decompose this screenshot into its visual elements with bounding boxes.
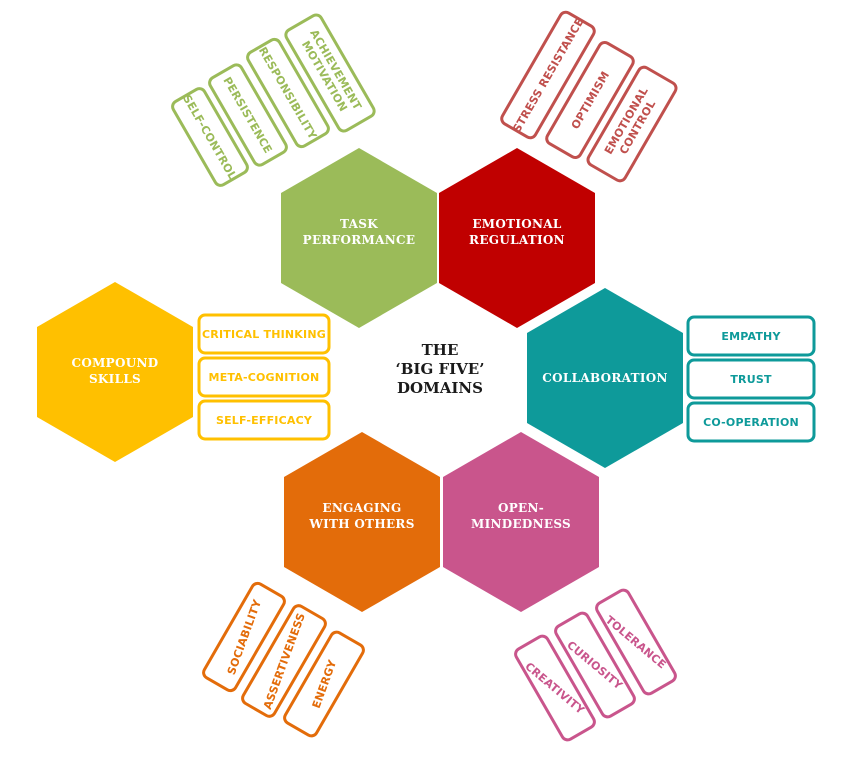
skill-creativity: CREATIVITY <box>514 634 596 742</box>
engaging-with-others-hexagon <box>284 432 440 612</box>
skill-responsibility: RESPONSIBILITY <box>246 37 330 149</box>
skill-achievement-motivation: ACHIEVEMENT MOTIVATION <box>284 13 376 133</box>
open-mindedness-title-2: MINDEDNESS <box>471 517 571 531</box>
compound-skills-title-1: COMPOUND <box>71 356 158 370</box>
engaging-with-others-group: ENGAGING WITH OTHERS SOCIABILITY ASSERTI… <box>202 432 440 738</box>
center-label-line-3: DOMAINS <box>397 379 483 397</box>
task-performance-group: TASK PERFORMANCE SELF-CONTROL PERSISTENC… <box>171 13 437 328</box>
skill-tolerance: TOLERANCE <box>595 588 677 696</box>
compound-skills-group: COMPOUND SKILLS CRITICAL THINKING META-C… <box>37 282 331 462</box>
collaboration-title: COLLABORATION <box>542 371 668 385</box>
skill-assertiveness: ASSERTIVENESS <box>241 604 327 718</box>
skill-meta-cognition: META-COGNITION <box>197 356 331 398</box>
svg-text:TRUST: TRUST <box>730 373 772 386</box>
svg-text:CO-OPERATION: CO-OPERATION <box>703 416 799 429</box>
emotional-regulation-title-1: EMOTIONAL <box>472 217 562 231</box>
compound-skills-title-2: SKILLS <box>89 372 141 386</box>
emotional-regulation-group: EMOTIONAL REGULATION STRESS RESISTANCE O… <box>439 10 678 328</box>
open-mindedness-group: OPEN- MINDEDNESS CREATIVITY CURIOSITY TO… <box>443 432 677 742</box>
engaging-with-others-title-2: WITH OTHERS <box>308 517 414 531</box>
skill-trust: TRUST <box>686 358 816 400</box>
open-mindedness-hexagon <box>443 432 599 612</box>
center-label-line-2: ‘BIG FIVE’ <box>396 360 485 378</box>
compound-skills-hexagon <box>37 282 193 462</box>
skill-empathy: EMPATHY <box>686 315 816 357</box>
task-performance-title-1: TASK <box>340 217 378 231</box>
open-mindedness-title-1: OPEN- <box>498 501 544 515</box>
collaboration-group: COLLABORATION EMPATHY TRUST CO-OPERATION <box>527 288 816 468</box>
emotional-regulation-title-2: REGULATION <box>469 233 565 247</box>
engaging-with-others-title-1: ENGAGING <box>322 501 401 515</box>
collaboration-hexagon <box>527 288 683 468</box>
task-performance-hexagon <box>281 148 437 328</box>
skill-critical-thinking: CRITICAL THINKING <box>197 313 331 355</box>
center-label: THE ‘BIG FIVE’ DOMAINS <box>396 341 485 397</box>
task-performance-title-2: PERFORMANCE <box>303 233 416 247</box>
svg-text:EMPATHY: EMPATHY <box>721 330 781 343</box>
svg-text:META-COGNITION: META-COGNITION <box>209 371 320 384</box>
emotional-regulation-hexagon <box>439 148 595 328</box>
skill-energy: ENERGY <box>283 630 365 738</box>
svg-text:CRITICAL THINKING: CRITICAL THINKING <box>202 328 326 341</box>
svg-text:SELF-EFFICACY: SELF-EFFICACY <box>216 414 313 427</box>
skill-self-efficacy: SELF-EFFICACY <box>197 399 331 441</box>
center-label-line-1: THE <box>422 341 459 359</box>
skill-co-operation: CO-OPERATION <box>686 401 816 443</box>
